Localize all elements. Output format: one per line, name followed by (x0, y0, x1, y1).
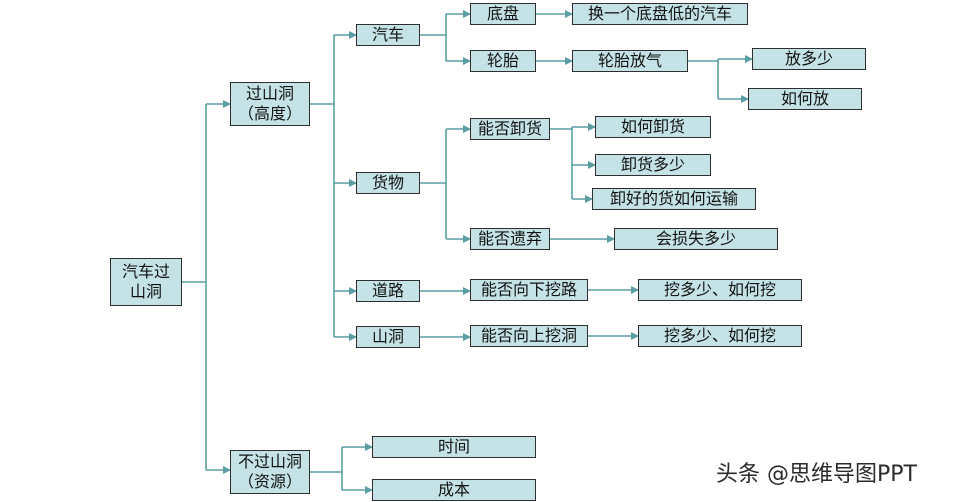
node-tunnel[interactable]: 山洞 (356, 326, 420, 348)
node-loss-amount[interactable]: 会损失多少 (614, 228, 778, 250)
node-how-unload[interactable]: 如何卸货 (595, 116, 711, 138)
node-can-unload[interactable]: 能否卸货 (470, 118, 550, 140)
node-not-pass-tunnel[interactable]: 不过山洞（资源） (230, 450, 310, 494)
node-time[interactable]: 时间 (372, 436, 536, 458)
node-pass-tunnel[interactable]: 过山洞（高度） (230, 82, 310, 126)
node-can-discard[interactable]: 能否遗弃 (470, 228, 550, 250)
node-how-deflate[interactable]: 如何放 (748, 88, 862, 110)
node-how-much[interactable]: 放多少 (752, 48, 866, 70)
node-unloaded-transport[interactable]: 卸好的货如何运输 (592, 188, 756, 210)
node-dig-up-how[interactable]: 挖多少、如何挖 (638, 325, 802, 347)
node-tire-deflate[interactable]: 轮胎放气 (572, 50, 688, 72)
node-tire[interactable]: 轮胎 (470, 50, 536, 72)
node-cost[interactable]: 成本 (372, 479, 536, 501)
node-unload-amount[interactable]: 卸货多少 (595, 154, 711, 176)
node-dig-down[interactable]: 能否向下挖路 (470, 279, 588, 301)
node-road[interactable]: 道路 (356, 280, 420, 302)
watermark-text: 头条 @思维导图PPT (716, 462, 917, 487)
root-node[interactable]: 汽车过山洞 (110, 258, 182, 306)
node-dig-up[interactable]: 能否向上挖洞 (470, 325, 588, 347)
node-dig-down-how[interactable]: 挖多少、如何挖 (638, 279, 802, 301)
node-cargo[interactable]: 货物 (356, 172, 420, 194)
node-car[interactable]: 汽车 (356, 24, 420, 46)
node-chassis[interactable]: 底盘 (470, 3, 536, 25)
node-chassis-low[interactable]: 换一个底盘低的汽车 (572, 3, 748, 25)
